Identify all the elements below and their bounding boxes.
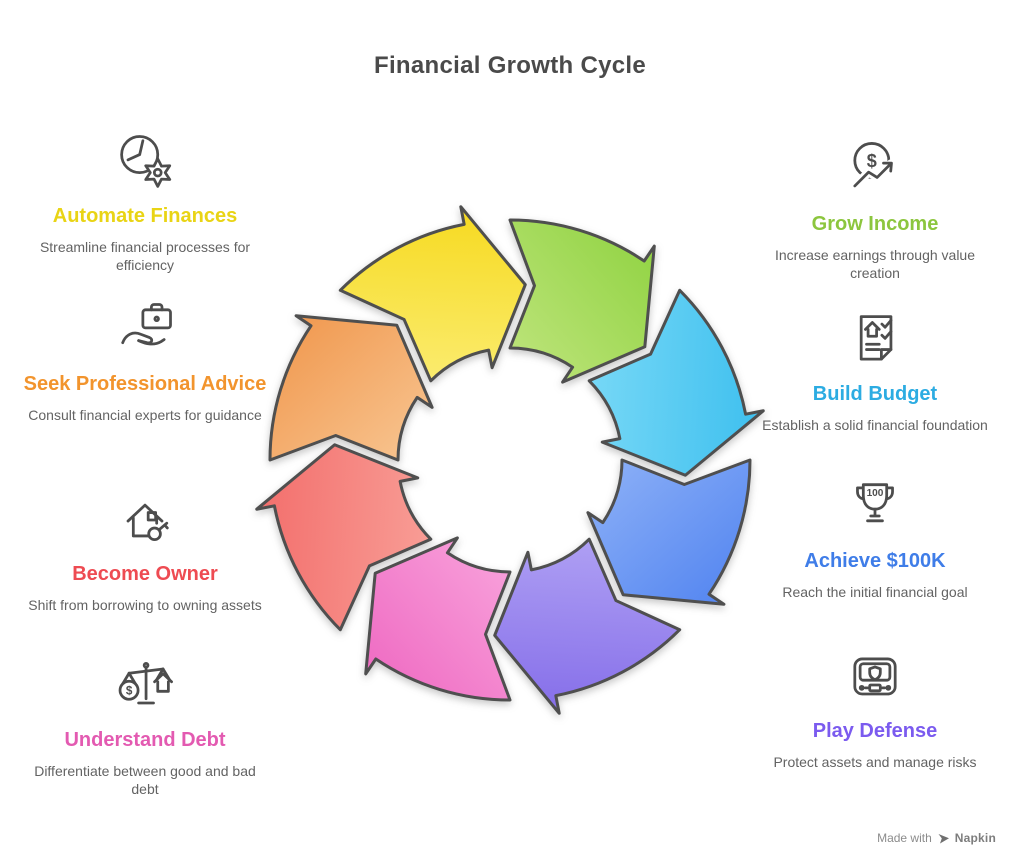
step-item-understand-debt: $ Understand Debt Differentiate between … <box>20 652 270 799</box>
step-title: Seek Professional Advice <box>23 373 267 395</box>
step-description: Reach the initial financial goal <box>782 584 968 600</box>
growth-cycle-diagram <box>240 190 780 730</box>
step-item-become-owner: Become Owner Shift from borrowing to own… <box>20 486 270 614</box>
step-item-grow-income: $ Grow Income Increase earnings through … <box>750 136 1000 283</box>
step-title: Become Owner <box>72 563 218 585</box>
step-item-play-defense: Play Defense Protect assets and manage r… <box>750 643 1000 771</box>
page-title: Financial Growth Cycle <box>374 52 646 79</box>
step-title: Understand Debt <box>64 729 226 751</box>
step-description: Increase earnings through value creation <box>774 247 976 282</box>
svg-text:100: 100 <box>867 488 884 499</box>
step-description: Streamline financial processes for effic… <box>39 239 251 274</box>
step-description: Protect assets and manage risks <box>773 754 977 770</box>
hand-briefcase-icon <box>121 303 172 346</box>
watermark-text: Made with <box>877 831 932 845</box>
watermark-brand: Napkin <box>954 831 996 845</box>
cycle-arrow-understand-debt <box>364 536 512 702</box>
cycle-arrow-achieve-100k <box>586 458 752 606</box>
napkin-logo-icon <box>938 833 949 843</box>
step-description: Establish a solid financial foundation <box>762 417 988 433</box>
step-title: Achieve $100K <box>804 550 946 572</box>
shield-device-icon <box>853 657 897 696</box>
step-description: Differentiate between good and bad debt <box>34 763 256 798</box>
svg-text:$: $ <box>867 151 877 171</box>
clock-gear-icon <box>120 135 172 188</box>
step-item-seek-professional-advice: Seek Professional Advice Consult financi… <box>20 296 270 424</box>
cycle-arrow-grow-income <box>508 218 656 384</box>
step-description: Consult financial experts for guidance <box>28 407 262 423</box>
cycle-arrow-seek-professional-advice <box>268 314 434 462</box>
step-item-build-budget: Build Budget Establish a solid financial… <box>750 306 1000 434</box>
step-title: Play Defense <box>812 720 938 742</box>
svg-text:$: $ <box>126 685 133 698</box>
budget-document-icon <box>859 315 893 361</box>
dollar-growth-icon: $ <box>850 142 896 191</box>
step-title: Automate Finances <box>52 205 238 227</box>
balance-scale-icon: $ <box>118 661 173 705</box>
step-title: Grow Income <box>811 213 939 235</box>
watermark: Made with Napkin <box>877 831 996 845</box>
step-description: Shift from borrowing to owning assets <box>28 597 262 613</box>
house-key-icon <box>126 503 169 542</box>
step-item-achieve-100k: 100 Achieve $100K Reach the initial fina… <box>750 473 1000 601</box>
step-item-automate-finances: Automate Finances Streamline financial p… <box>20 128 270 275</box>
step-title: Build Budget <box>812 383 938 405</box>
trophy-icon: 100 <box>856 483 894 523</box>
